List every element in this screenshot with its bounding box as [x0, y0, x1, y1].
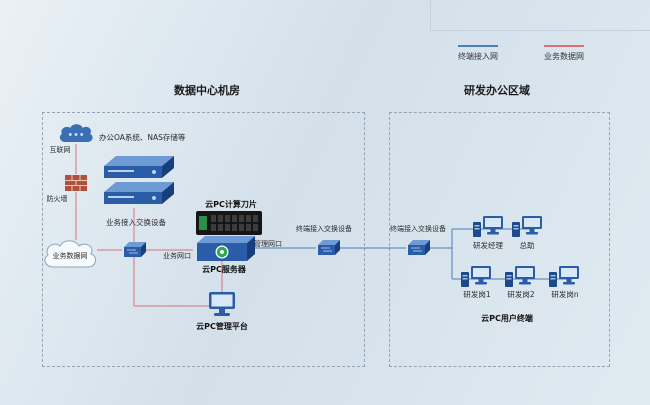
legend-divider-horizontal [430, 30, 650, 31]
pc-label: 总助 [519, 241, 535, 250]
pc-icon [549, 266, 579, 287]
firewall-label: 防火墙 [46, 195, 68, 203]
business-data-cloud: 业务数据网 [40, 238, 100, 272]
business-data-cloud-label: 业务数据网 [52, 252, 88, 260]
blade-server-icon [196, 211, 262, 235]
business-access-switch-label: 业务接入交换设备 [106, 218, 166, 227]
terminal-net-line-swatch [458, 45, 498, 47]
legend-label-terminal-net: 终端接入网 [458, 52, 498, 61]
business-switch-icon [124, 242, 146, 257]
datacenter-title: 数据中心机房 [174, 84, 240, 97]
legend-divider-vertical [430, 0, 431, 30]
office-zone [389, 112, 610, 367]
pc-label: 研发岗2 [507, 290, 535, 299]
user-terminals-label: 云PC用户终端 [481, 314, 533, 323]
business-port-label: 业务网口 [163, 252, 191, 260]
cloudpc-server-icon [197, 236, 255, 261]
pc-label: 研发岗n [551, 290, 579, 299]
management-platform-monitor-icon [209, 292, 235, 316]
pc-icon [512, 216, 542, 237]
internet-cloud-icon [59, 124, 93, 143]
office-terminal-switch-icon [408, 240, 430, 255]
dc-terminal-switch-icon [318, 240, 340, 255]
dc-terminal-switch-label: 终端接入交换设备 [296, 225, 352, 233]
office-terminal-switch-label: 终端接入交换设备 [390, 225, 446, 233]
oa-systems-label: 办公OA系统、NAS存储等 [99, 133, 186, 142]
management-platform-label: 云PC管理平台 [196, 322, 248, 331]
business-net-line-swatch [544, 45, 584, 47]
pc-label: 研发岗1 [463, 290, 491, 299]
internet-label: 互联网 [49, 146, 71, 154]
office-title: 研发办公区域 [464, 84, 530, 97]
management-port-label: 管理网口 [254, 240, 282, 248]
datacenter-zone [42, 112, 365, 367]
server-stack-icon [104, 156, 174, 204]
legend-item-terminal-net: 终端接入网 [449, 44, 507, 62]
legend-label-business-net: 业务数据网 [544, 52, 584, 61]
pc-icon [461, 266, 491, 287]
firewall-icon [65, 175, 87, 191]
cloudpc-server-label: 云PC服务器 [202, 265, 246, 274]
blade-label: 云PC计算刀片 [205, 200, 257, 209]
pc-label: 研发经理 [473, 241, 503, 250]
legend-item-business-net: 业务数据网 [535, 44, 593, 62]
cloud-icon [44, 240, 96, 268]
business-net-wire [133, 257, 210, 307]
pc-icon [473, 216, 503, 237]
pc-icon [505, 266, 535, 287]
